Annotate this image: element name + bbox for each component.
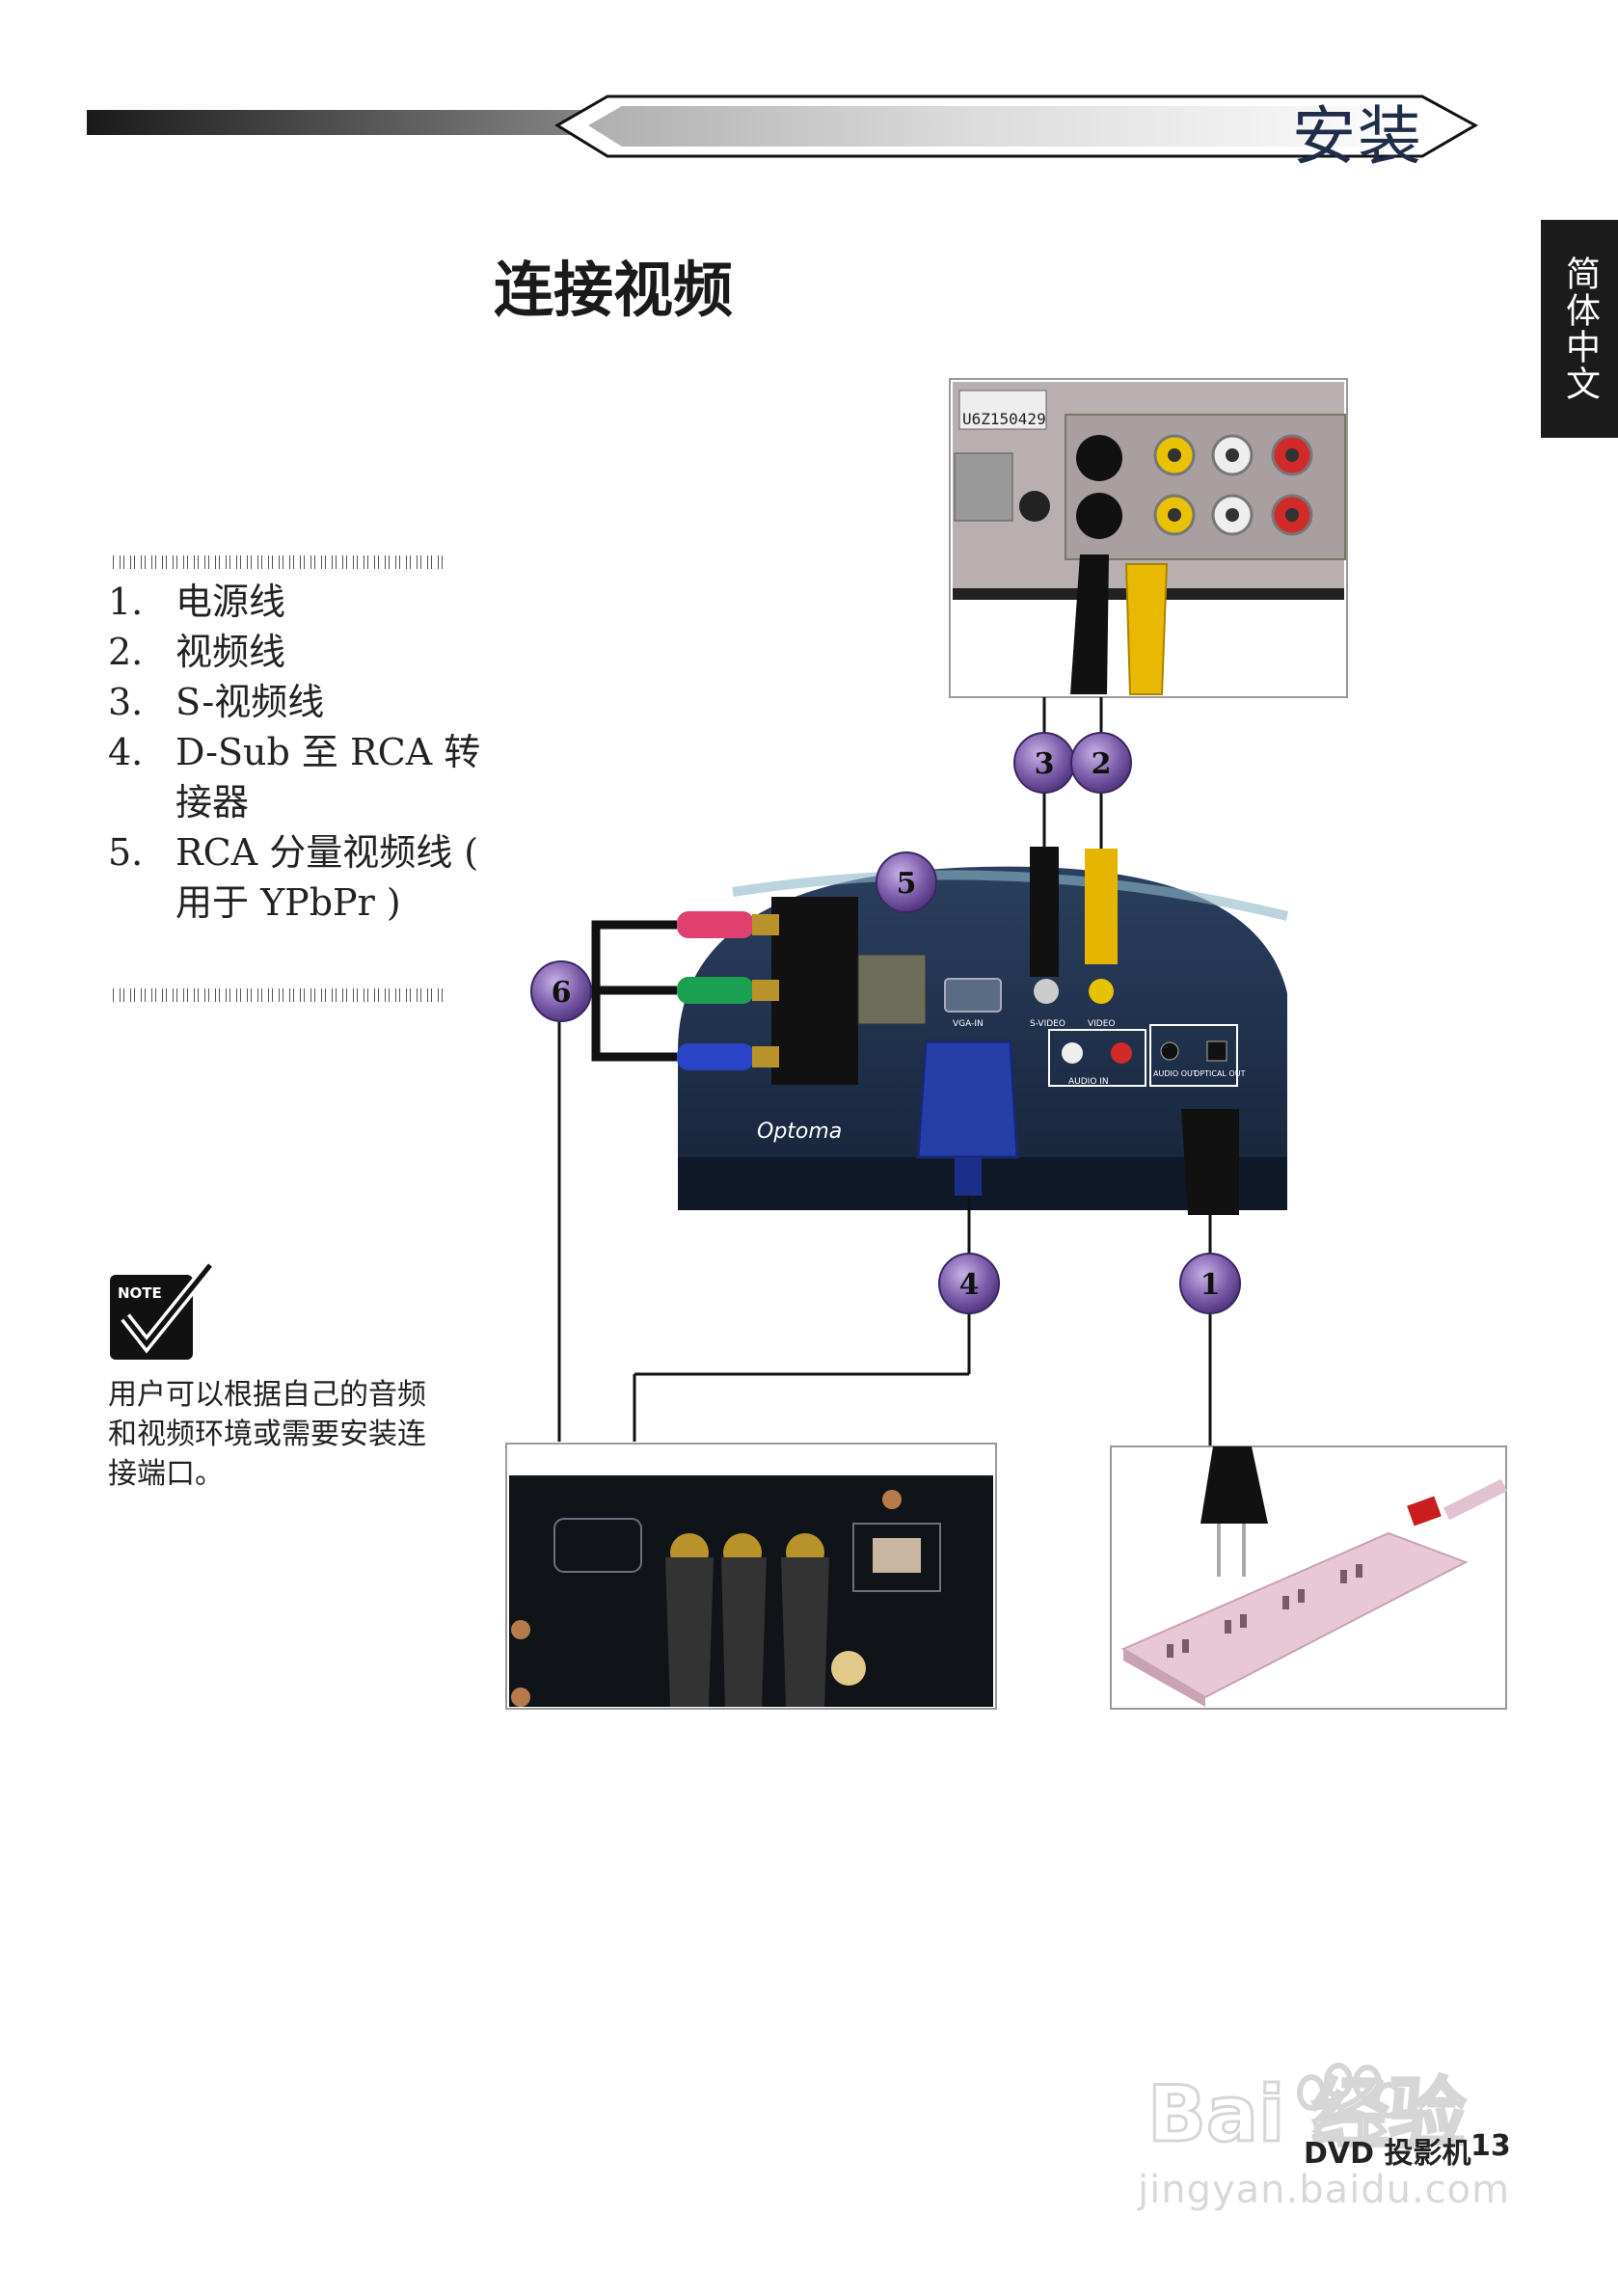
receiver-back-photo [505, 1443, 997, 1710]
projector-brand-text: Optoma [757, 1120, 842, 1144]
callout-4: 4 [938, 1253, 1000, 1314]
legend-item: 2. 视频线 [108, 627, 484, 677]
page-heading: 连接视频 [494, 255, 734, 325]
legend-number: 3. [108, 681, 144, 723]
watermark-logo-text: Bai 经验 [1147, 2069, 1466, 2150]
legend-item: 4. D-Sub 至 RCA 转接器 [108, 727, 484, 827]
legend-number: 1. [108, 581, 144, 623]
note-icon-label: NOTE [118, 1284, 162, 1302]
legend-text: RCA 分量视频线 ( 用于 YPbPr ) [175, 831, 479, 924]
footer-title: DVD 投影机 [1304, 2137, 1471, 2171]
video-port-label: VIDEO [1088, 1019, 1116, 1029]
note-text: 用户可以根据自己的音频和视频环境或需要安装连接端口。 [108, 1378, 426, 1491]
svideo-port-label: S-VIDEO [1030, 1019, 1065, 1029]
legend-list: 1. 电源线 2. 视频线 3. S-视频线 4. D-Sub 至 RCA 转接器 5.… [108, 577, 484, 928]
header-bar [87, 95, 1479, 158]
legend-text: 电源线 [175, 581, 286, 623]
callout-5: 5 [876, 851, 937, 913]
legend-divider-bottom [111, 988, 444, 1002]
callout-2: 2 [1070, 732, 1132, 794]
vga-port-label: VGA-IN [953, 1019, 984, 1029]
legend-number: 2. [108, 631, 144, 673]
legend-item: 5. RCA 分量视频线 ( 用于 YPbPr ) [108, 827, 484, 928]
callout-6-label: 6 [552, 976, 572, 1010]
page-number: 13 [1470, 2129, 1511, 2163]
callout-4-label: 4 [959, 1268, 980, 1302]
legend-number: 5. [108, 831, 144, 874]
callout-2-label: 2 [1092, 747, 1112, 781]
audio-out-label: AUDIO OUT [1153, 1069, 1198, 1078]
dvd-player-back-photo: U6Z150429 [949, 378, 1348, 698]
legend-divider-top [111, 555, 444, 569]
audio-in-label: AUDIO IN [1068, 1077, 1109, 1087]
projector-back-photo: Optoma VGA-IN S-VIDEO VIDEO AUDIO IN AUD… [677, 847, 1289, 1215]
section-title: 安装 [1292, 99, 1423, 174]
optical-out-label: OPTICAL OUT [1194, 1069, 1246, 1078]
watermark-url: jingyan.baidu.com [1138, 2168, 1511, 2212]
callout-5-label: 5 [897, 867, 917, 901]
callout-3: 3 [1013, 732, 1075, 794]
legend-number: 4. [108, 731, 144, 773]
callout-3-label: 3 [1035, 747, 1055, 781]
callout-6: 6 [530, 960, 592, 1022]
legend-text: D-Sub 至 RCA 转接器 [175, 731, 481, 824]
legend-item: 1. 电源线 [108, 577, 484, 627]
language-tab: 简体中文 [1541, 220, 1618, 438]
callout-1-label: 1 [1200, 1268, 1221, 1302]
dvd-barcode-text: U6Z150429 [962, 410, 1046, 428]
baidu-paw-icon: Bai 经验 [1147, 2063, 1468, 2150]
callout-1: 1 [1179, 1253, 1241, 1314]
legend-text: S-视频线 [175, 681, 325, 723]
power-strip-photo [1110, 1445, 1508, 1710]
legend-item: 3. S-视频线 [108, 677, 484, 727]
legend-text: 视频线 [175, 631, 286, 673]
note-check-icon: NOTE [110, 1261, 215, 1360]
